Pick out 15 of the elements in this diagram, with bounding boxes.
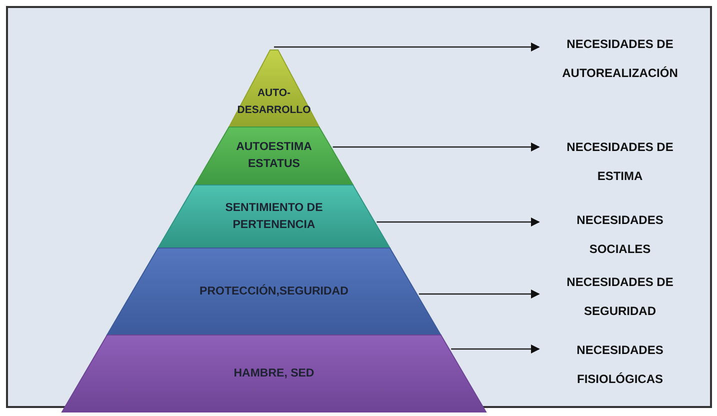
- arrow: [332, 142, 540, 152]
- layer-label: AUTOESTIMA ESTATUS: [235, 140, 313, 172]
- need-label: NECESIDADES SOCIALES: [576, 212, 664, 258]
- layer-label: SENTIMIENTO DE PERTENENCIA: [224, 200, 324, 232]
- need-label: NECESIDADES DE ESTIMA: [566, 139, 674, 185]
- layer-label: AUTO- DESARROLLO: [236, 86, 312, 118]
- layer-label: HAMBRE, SED: [232, 366, 316, 381]
- need-label: NECESIDADES FISIOLÓGICAS: [576, 342, 664, 388]
- arrow: [376, 218, 540, 226]
- layer-label: PROTECCIÓN,SEGURIDAD: [198, 283, 350, 299]
- arrow: [418, 290, 540, 298]
- arrow: [451, 344, 540, 354]
- need-label: NECESIDADES DE AUTOREALIZACIÓN: [561, 36, 679, 82]
- arrow: [274, 42, 540, 52]
- need-label: NECESIDADES DE SEGURIDAD: [566, 274, 674, 320]
